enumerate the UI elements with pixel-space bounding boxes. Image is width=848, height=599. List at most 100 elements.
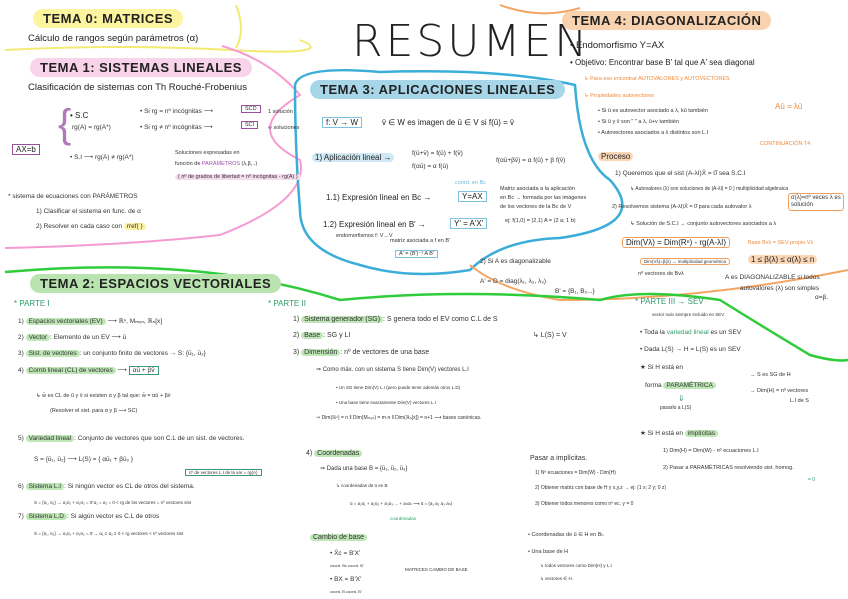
imp3: 3) Obtener todos menores como nº ec. y =… (535, 501, 634, 507)
yellow-divider (4, 39, 312, 53)
k13: = 0 (808, 477, 816, 483)
yax-box: Y=AX (458, 191, 487, 202)
k9: L.I de S (790, 398, 809, 404)
matriz-line2: en Bc → formada por las imágenes (500, 195, 587, 201)
endomorfismos: endomorfismos f: V→V (336, 233, 393, 239)
j3-note1: ⇒ Como máx. con un sistema S tiene Dim(V… (316, 367, 469, 373)
f-box: f: V → W (322, 117, 362, 128)
para-line: ↳ Para eso encontrar AUTOVALORES y AUTOV… (584, 76, 730, 82)
j3-note2: • Un SG tiene Dim(V) L.I (pero puede ten… (336, 385, 461, 390)
matriz-bprime: matriz asociada a f en B' (390, 238, 451, 244)
parte2: * PARTE II (268, 299, 306, 308)
j4-coordenadas: coordenadas (390, 516, 417, 521)
k8: → Dim(H) = nº vectores (750, 388, 809, 394)
item5-formula: S = {ū₁, ū₂} ⟶ L(S) = { αū₁ + βū₂ } (34, 456, 134, 463)
objetivo: • Objetivo: Encontrar base B' tal que A'… (570, 58, 755, 67)
imp1: 1) Nº ecuaciones = Dim(W) - Dim(H) (535, 470, 616, 476)
bprime-set: B' = {B₁, B₂...} (555, 288, 595, 295)
j4-coord: ↳ coordenadas de ū en B (336, 483, 388, 488)
matriz-line1: Matriz asociada a la aplicación (500, 186, 575, 192)
matriz-line3: de los vectores de la Bc de V (500, 204, 572, 210)
step2: 2) Resolver en cada caso con rref( ) (36, 223, 146, 230)
coord-note: coord. en Bc (455, 180, 486, 186)
implicitas: Pasar a implícitas. (530, 455, 588, 462)
sci-note: ∞ soluciones (268, 125, 300, 131)
tema1-subtitle: Clasificación de sistemas con Th Rouché-… (28, 82, 247, 93)
sci-label: SCI (241, 121, 259, 129)
step1: 1) Clasificar el sistema en func. de α (36, 208, 141, 215)
continuacion-link[interactable]: CONTINUACIÓN T4 (760, 141, 811, 147)
j2: 2) Base: SG y LI (293, 332, 351, 339)
cb2: • BX = B'X' (330, 576, 362, 583)
al-prop2: f(αū) = α f(ū) (412, 163, 449, 170)
base-h-2: ↳ vectores ∈ H. (540, 576, 573, 581)
k12: 2) Pasar a PARAMÉTRICAS resolviendo sist… (663, 465, 794, 471)
diag-line2: autovalores (λ) son simples (740, 285, 820, 292)
base-h-1: ↳ todos vectores como Dim(H) y L.I (540, 563, 612, 568)
item7-formula: S = {ū₁, ū₂} → α₁ū₁ + α₂ū₂ = 0̄ → α₁ ≠ α… (34, 531, 184, 536)
item6-formula: S = {ū₁, ū₂} → α₁ū₁ + α₂ū₂ = 0̄ α₁ = α₂ … (34, 500, 192, 505)
multiplicity-note: σ(λ)=nº veces λ es solución (788, 193, 844, 211)
parte3: * PARTE III → SEV (635, 297, 704, 306)
inequality: 1 ≤ β(λ) ≤ α(λ) ≤ n (748, 255, 818, 265)
item4-note2: (Resolver el sist. para α y β ⟶ SC) (50, 408, 138, 414)
item4-note: ↳ w̄ es CL de ū y v̄ si existen α y β ta… (36, 393, 171, 399)
scd-box: SCD (241, 105, 261, 113)
coord-h: • Coordenadas de ū ∈ H en Bₕ (528, 532, 604, 538)
aplicacion-lineal: 1) Aplicación lineal → (312, 153, 395, 163)
base-h: • Una base de H (528, 549, 569, 555)
diag-line1: A es DIAGONALIZABLE si todos (725, 274, 820, 281)
sc-condition: rg(A) = rg(A*) (72, 124, 111, 131)
sol-line2: función de PARÁMETROS (λ,β,..) (175, 161, 258, 167)
item2: 2) Vector: Elemento de un EV ⟶ ū (18, 334, 127, 341)
scd-label: SCD (241, 105, 261, 113)
d-matrix: A' = D = diag(λ₁, λ₂, λ₃) (480, 278, 547, 285)
yax2-box: Y' = A'X' (450, 218, 488, 229)
step-1b: ↳ Autovalores (λ) son soluciones de |A-λ… (630, 186, 789, 192)
endomorfismo: • Endomorfismo Y=AX (570, 40, 665, 51)
av-equation: Aū = λū (775, 102, 803, 111)
al-prop1: f(ū+v̄) = f(ū) + f(v̄) (412, 150, 463, 157)
proceso: Proceso (598, 152, 634, 162)
blue-boundary (293, 68, 624, 276)
k2: • Dada L(S) → H = L(S) es un SEV (640, 346, 741, 353)
scd-condition: • Si rg = nº incógnitas ⟶ (140, 108, 214, 115)
item5-note: nº de vectores L.I de la var = rg(A) (185, 469, 262, 476)
tema3-heading: TEMA 3: APLICACIONES LINEALES (310, 80, 566, 99)
al-prop3: f(αū+βv̄) = α f(ū) + β f(v̄) (496, 157, 566, 164)
cb2-note: coord. B coord. B' (330, 589, 362, 594)
j4-base: ⇒ Dada una base B = {ū₁, ū₂, ū₃} (320, 466, 408, 472)
brace-icon: { (58, 102, 72, 146)
cb1: • X̄c = B'X' (330, 550, 361, 557)
cb-matrices: MATRICES CAMBIO DE BASE (405, 567, 468, 572)
k10: ★ Si H está en implícitas (640, 430, 718, 437)
param-line: * sistema de ecuaciones con PARÁMETROS (8, 193, 138, 200)
si-label: • S.I ⟶ rg(A) ≠ rg(A*) (70, 154, 134, 161)
yellow-edge (235, 4, 242, 49)
step-1: 1) Queremos que el sist (A-λI)X̄ = 0̄ se… (615, 170, 746, 177)
k6: pasarlo a L(S) (660, 405, 692, 411)
image-def: v̄ ∈ W es imagen de ū ∈ V si f(ū) = v̄ (382, 118, 514, 127)
diag-line3: α=β. (815, 294, 829, 301)
mg-note: Dim(Vλ)=β(λ) → multiplicidad geométrica (640, 258, 730, 265)
k7: → S es SG de H (750, 372, 791, 378)
page-title: RESUMEN (352, 16, 591, 67)
axb-box: AX=b (12, 144, 40, 155)
pink-boundary (4, 45, 302, 249)
base-note: Base Bvλ = SEV propio Vλ (748, 240, 814, 246)
j3: 3) Dimensión: nº de vectores de una base (293, 349, 430, 356)
prop2: • Si ū y v̄ son " " a λ, ū+v también (598, 119, 679, 125)
parte1: * PARTE I (14, 299, 50, 308)
arrow-down-icon: ⇓ (678, 394, 685, 403)
k0: vector nulo siempre incluido en SEV (652, 312, 725, 317)
j1: 1) Sistema generador (SG): S genera todo… (293, 316, 498, 323)
tema2-heading: TEMA 2: ESPACIOS VECTORIALES (30, 274, 282, 293)
item7: 7) Sistema L.D: Si algún vector es C.L d… (18, 513, 160, 520)
sci-box: SCI (241, 121, 259, 129)
prop1: • Si ū es autovector asociado a λ, kū ta… (598, 108, 708, 114)
sci-condition: • Si rg ≠ nº incógnitas ⟶ (140, 124, 213, 131)
tema1-heading: TEMA 1: SISTEMAS LINEALES (30, 58, 252, 77)
nv-note: nº vectores de Bvλ (638, 271, 684, 277)
expresion-bprime: 1.2) Expresión lineal en B' → (323, 220, 426, 229)
tema0-heading: TEMA 0: MATRICES (33, 9, 184, 28)
